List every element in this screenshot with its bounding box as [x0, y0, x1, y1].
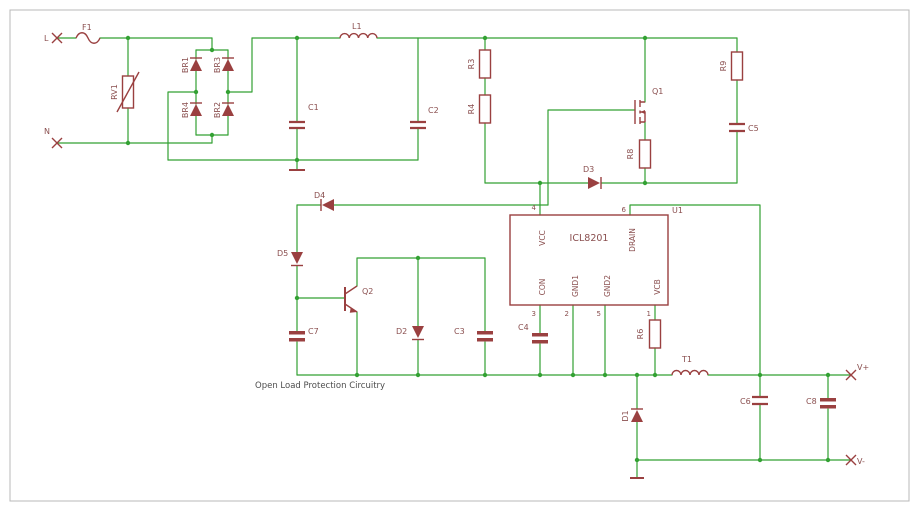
- label-U1: U1: [672, 206, 683, 215]
- resistor-R9: [730, 51, 744, 81]
- label-BR2: BR2: [213, 102, 222, 118]
- diode-BR3: [222, 57, 234, 71]
- terminal-vminus-x: [845, 454, 857, 466]
- label-C5: C5: [748, 124, 759, 133]
- label-vminus: V-: [857, 457, 865, 466]
- capacitor-C2: [410, 120, 426, 130]
- note-open-load-protection: Open Load Protection Circuitry: [255, 381, 385, 391]
- capacitor-C1: [289, 120, 305, 130]
- label-R3: R3: [467, 59, 476, 70]
- drawing-frame: [9, 9, 910, 502]
- pin-number-con: 3: [532, 310, 536, 318]
- diode-D4: [320, 199, 334, 211]
- pin-name-drain: DRAIN: [628, 228, 637, 252]
- junction-dots: [125, 35, 831, 463]
- diode-BR2: [222, 102, 234, 116]
- label-BR4: BR4: [181, 102, 190, 118]
- pin-name-con: CON: [538, 279, 547, 296]
- label-R9: R9: [719, 61, 728, 72]
- label-R6: R6: [636, 329, 645, 340]
- pin-number-gnd1: 2: [565, 310, 569, 318]
- label-C3: C3: [454, 327, 465, 336]
- terminal-neutral-x: [51, 137, 63, 149]
- label-D2: D2: [396, 327, 407, 336]
- terminal-live-x: [51, 32, 63, 44]
- label-D1: D1: [621, 410, 630, 421]
- label-C2: C2: [428, 106, 439, 115]
- label-C8: C8: [806, 397, 817, 406]
- label-vplus: V+: [857, 363, 869, 372]
- resistor-R3: [478, 49, 492, 79]
- wires: [56, 37, 852, 479]
- label-D5: D5: [277, 249, 288, 258]
- capacitor-C7: [289, 331, 305, 342]
- pin-name-vcb: VCB: [653, 279, 662, 295]
- mosfet-Q1: [634, 100, 646, 124]
- label-R4: R4: [467, 104, 476, 115]
- ic-part-number: ICL8201: [570, 233, 609, 244]
- fuse-F1: [75, 32, 101, 44]
- label-C6: C6: [740, 397, 751, 406]
- label-T1: T1: [681, 355, 692, 364]
- resistor-R4: [478, 94, 492, 124]
- capacitor-C5: [729, 122, 745, 133]
- label-BR3: BR3: [213, 57, 222, 73]
- label-RV1: RV1: [110, 84, 119, 100]
- capacitor-C3: [477, 331, 493, 342]
- label-C1: C1: [308, 103, 319, 112]
- capacitor-C6: [752, 395, 768, 406]
- pin-number-drain: 6: [622, 206, 627, 214]
- label-D4: D4: [314, 191, 325, 200]
- label-D3: D3: [583, 165, 594, 174]
- diode-D2: [412, 326, 424, 341]
- pin-number-vcc: 4: [532, 204, 537, 212]
- resistor-R6: [648, 319, 662, 349]
- capacitor-C4: [532, 333, 548, 344]
- diode-D3: [588, 177, 602, 189]
- label-Q2: Q2: [362, 287, 373, 296]
- resistor-R8: [638, 139, 652, 169]
- label-live: L: [44, 34, 49, 43]
- pin-name-gnd1: GND1: [571, 275, 580, 297]
- diode-BR1: [190, 57, 202, 71]
- label-L1: L1: [352, 22, 362, 31]
- pin-number-vcb: 1: [647, 310, 651, 318]
- varistor-RV1: [116, 71, 140, 113]
- ic-U1-body: [509, 214, 669, 306]
- diode-D5: [291, 252, 303, 267]
- capacitor-C8: [820, 398, 836, 409]
- label-C7: C7: [308, 327, 319, 336]
- label-F1: F1: [82, 23, 92, 32]
- label-Q1: Q1: [652, 87, 663, 96]
- label-C4: C4: [518, 323, 529, 332]
- pin-name-vcc: VCC: [538, 230, 547, 246]
- inductor-T1: [671, 369, 709, 376]
- diode-BR4: [190, 102, 202, 116]
- diode-D1: [631, 408, 643, 422]
- label-R8: R8: [626, 149, 635, 160]
- pin-name-gnd2: GND2: [603, 275, 612, 297]
- label-BR1: BR1: [181, 57, 190, 73]
- transistor-Q2: [344, 285, 358, 313]
- terminal-vplus-x: [845, 369, 857, 381]
- pin-number-gnd2: 5: [597, 310, 601, 318]
- label-neutral: N: [44, 127, 50, 136]
- inductor-L1: [339, 32, 378, 39]
